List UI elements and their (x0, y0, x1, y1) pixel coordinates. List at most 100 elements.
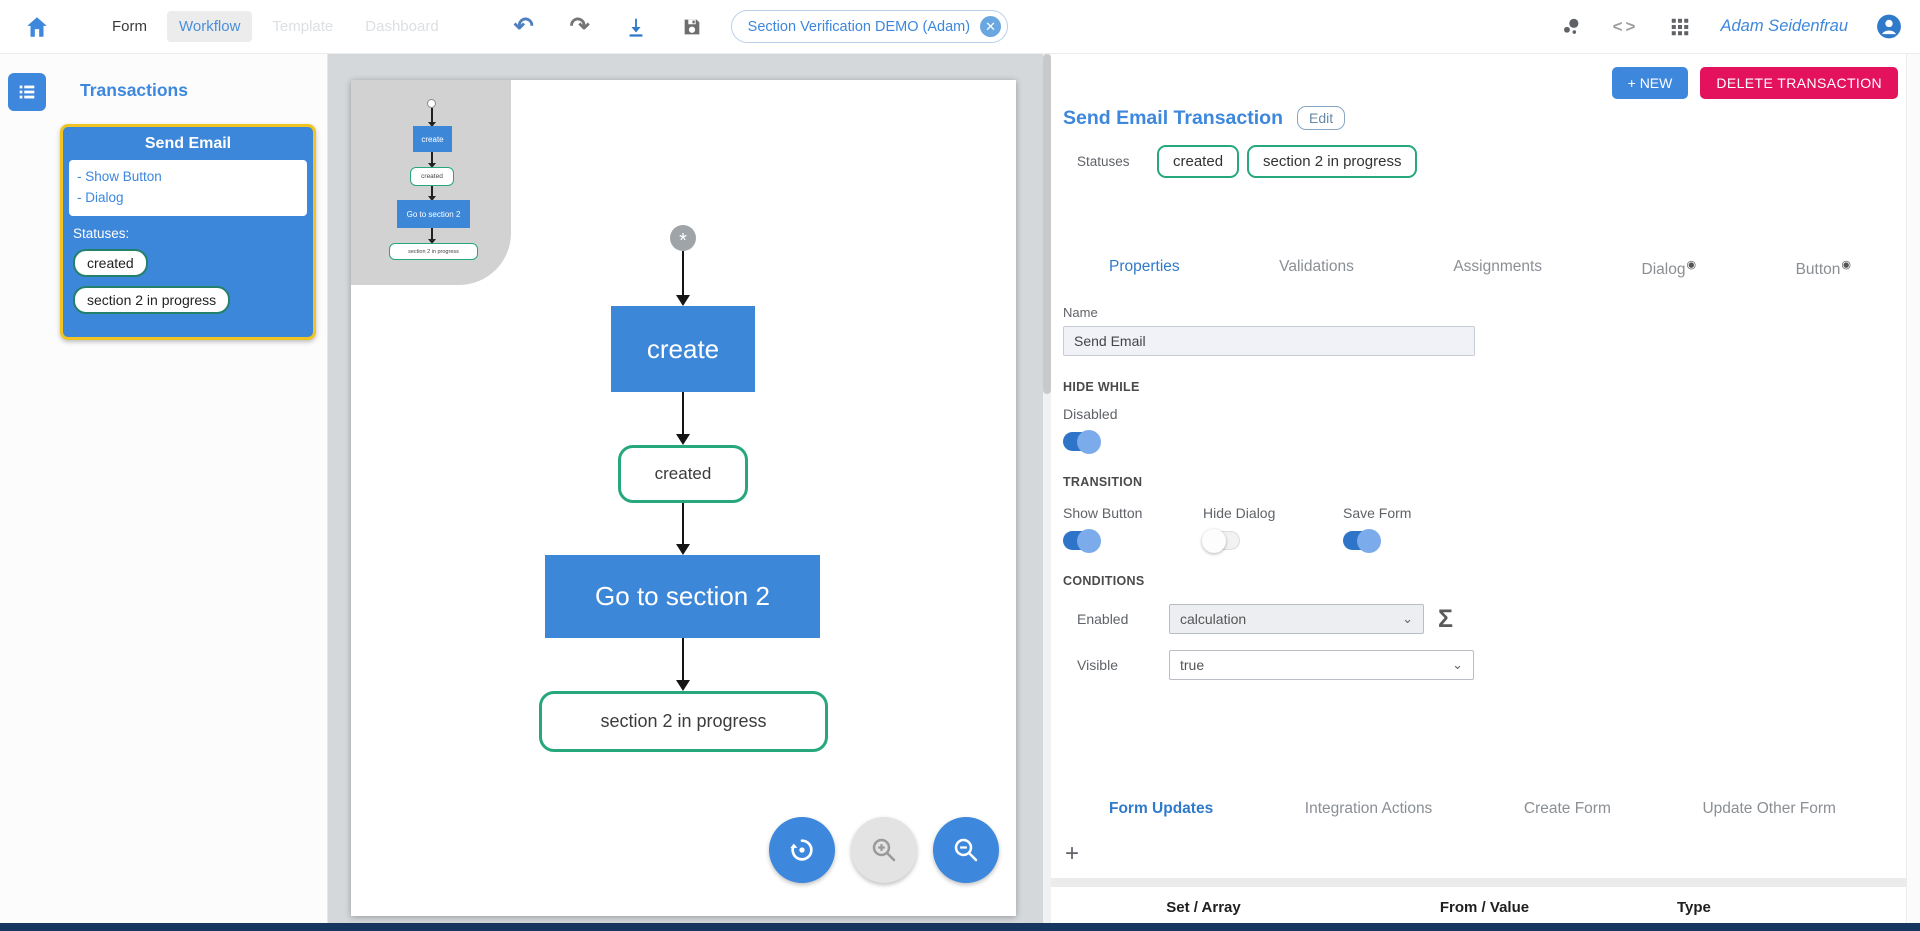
minimap-connector (431, 228, 433, 240)
workflow-node-created[interactable]: created (618, 445, 748, 503)
transition-heading: TRANSITION (1063, 475, 1143, 490)
tab-form-updates[interactable]: Form Updates (1109, 800, 1214, 818)
code-view-button[interactable]: <> (1613, 14, 1639, 40)
zoom-in-button[interactable] (851, 817, 917, 883)
code-icon: <> (1612, 16, 1639, 36)
arrowhead-icon (676, 680, 690, 691)
tab-dialog-label: Dialog (1641, 261, 1686, 279)
canvas-scrollbar[interactable] (1043, 54, 1051, 923)
close-document-icon[interactable]: ✕ (980, 16, 1002, 37)
arrowhead-icon (676, 544, 690, 555)
workflow-start-node[interactable]: * (670, 225, 696, 251)
transaction-feature-box: - Show Button - Dialog (69, 160, 307, 216)
panel-statuses-row: Statuses created section 2 in progress (1063, 145, 1906, 178)
chevron-down-icon: ⌄ (1452, 657, 1463, 673)
document-title: Section Verification DEMO (Adam) (747, 18, 971, 35)
nav-item-template[interactable]: Template (272, 18, 334, 35)
share-button[interactable] (1559, 14, 1585, 40)
panel-title: Send Email Transaction (1063, 106, 1283, 129)
status-pill-created: created (73, 249, 148, 277)
add-form-update-button[interactable]: + (1065, 840, 1080, 868)
name-input[interactable] (1063, 326, 1475, 357)
download-button[interactable] (623, 14, 649, 40)
home-icon (27, 16, 47, 37)
reset-view-button[interactable] (769, 817, 835, 883)
minimap[interactable]: create created Go to section 2 section 2… (351, 80, 511, 285)
save-form-toggle[interactable] (1343, 528, 1381, 553)
redo-button[interactable]: ↷ (567, 13, 593, 40)
canvas-scrollbar-thumb[interactable] (1043, 54, 1051, 394)
avatar-icon (1877, 14, 1901, 39)
chevron-down-icon: ⌄ (1402, 611, 1413, 627)
save-form-label: Save Form (1343, 505, 1412, 522)
user-menu[interactable]: Adam Seidenfrau (1720, 17, 1849, 35)
workflow-page[interactable]: create created Go to section 2 section 2… (351, 80, 1016, 916)
nav-item-workflow[interactable]: Workflow (167, 11, 253, 42)
tab-properties[interactable]: Properties (1109, 258, 1180, 275)
transactions-menu-button[interactable] (8, 73, 46, 111)
tab-create-form[interactable]: Create Form (1523, 800, 1611, 818)
tab-button[interactable]: Button◉ (1796, 258, 1851, 279)
enabled-condition-row: Enabled calculation ⌄ Σ (1063, 604, 1906, 635)
topbar: Form Workflow Template Dashboard ↶ ↷ (0, 0, 1920, 54)
save-button[interactable] (679, 14, 705, 40)
workflow-node-goto-section2[interactable]: Go to section 2 (545, 555, 820, 638)
edit-title-button[interactable]: Edit (1296, 106, 1346, 130)
panel-scrollbar[interactable] (1906, 54, 1920, 923)
open-document-chip[interactable]: Section Verification DEMO (Adam) ✕ (730, 10, 1009, 43)
tab-validations[interactable]: Validations (1279, 258, 1354, 275)
minimap-connector (431, 186, 433, 197)
zoom-out-icon (954, 838, 978, 862)
tab-button-label: Button (1795, 261, 1841, 279)
connector (682, 392, 684, 434)
hide-dialog-toggle[interactable] (1202, 528, 1240, 553)
reset-view-icon (790, 839, 813, 861)
workflow-canvas[interactable]: create created Go to section 2 section 2… (328, 54, 1051, 923)
transition-toggles: Show Button Hide Dialog Save Form (1063, 493, 1906, 553)
transaction-card-title: Send Email (144, 135, 232, 152)
status-chip-created[interactable]: created (1157, 145, 1240, 178)
visible-condition-row: Visible true ⌄ (1063, 650, 1906, 681)
conditions-heading: CONDITIONS (1063, 574, 1145, 589)
transaction-feature: - Dialog (77, 190, 124, 205)
workflow-node-create[interactable]: create (611, 306, 755, 392)
transaction-feature: - Show Button (77, 169, 162, 184)
disabled-toggle[interactable] (1063, 429, 1101, 454)
nav-item-form[interactable]: Form (112, 18, 147, 35)
undo-button[interactable]: ↶ (511, 13, 537, 40)
delete-transaction-button[interactable]: DELETE TRANSACTION (1700, 67, 1898, 99)
tab-integration-actions[interactable]: Integration Actions (1304, 800, 1433, 818)
minimap-connector (431, 108, 433, 123)
show-button-toggle[interactable] (1063, 528, 1101, 553)
workflow-node-section2-in-progress[interactable]: section 2 in progress (539, 691, 828, 752)
arrowhead-icon (676, 434, 690, 445)
show-button-label: Show Button (1063, 505, 1143, 522)
panel-actions: + NEW DELETE TRANSACTION (1063, 54, 1906, 99)
name-field-label: Name (1063, 305, 1098, 321)
save-icon (684, 19, 700, 34)
minimap-node-section2-in-progress: section 2 in progress (389, 243, 478, 260)
minimap-node-goto-section2: Go to section 2 (397, 200, 470, 228)
apps-button[interactable] (1667, 14, 1693, 40)
tab-dialog[interactable]: Dialog◉ (1642, 258, 1697, 279)
enabled-select[interactable]: calculation ⌄ (1169, 604, 1424, 635)
tab-update-other-form[interactable]: Update Other Form (1702, 800, 1836, 818)
visible-select[interactable]: true ⌄ (1169, 650, 1474, 681)
disabled-label: Disabled (1063, 406, 1118, 423)
minimap-node-create: create (413, 126, 452, 152)
zoom-out-button[interactable] (933, 817, 999, 883)
avatar[interactable] (1876, 14, 1902, 40)
visible-label: Visible (1077, 657, 1118, 674)
bubbles-icon (1563, 18, 1578, 34)
minimap-arrowhead (428, 163, 436, 168)
transaction-card-send-email[interactable]: Send Email - Show Button - Dialog Status… (60, 124, 316, 340)
tab-assignments[interactable]: Assignments (1453, 258, 1543, 275)
nav-item-dashboard[interactable]: Dashboard (365, 18, 439, 35)
calculation-sigma-button[interactable]: Σ (1438, 604, 1454, 633)
home-button[interactable] (20, 10, 54, 44)
undo-icon: ↶ (513, 13, 534, 40)
status-chip-section2[interactable]: section 2 in progress (1247, 145, 1418, 178)
connector (682, 251, 684, 298)
new-transaction-button[interactable]: + NEW (1611, 67, 1689, 99)
